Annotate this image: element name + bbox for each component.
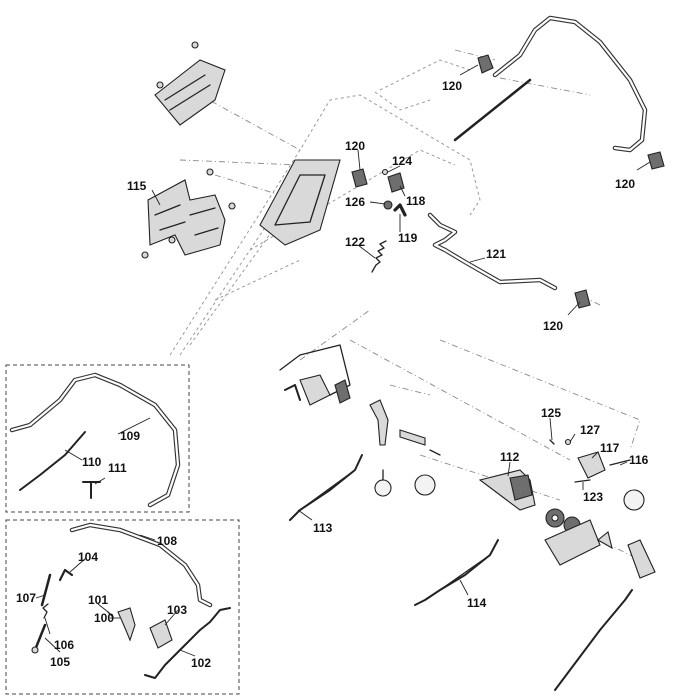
bracket-part-115 [141,168,236,259]
cable-113 [289,454,363,521]
knob-center [414,474,436,496]
label-102: 102 [191,656,211,670]
label-124: 124 [392,154,412,168]
cable-lower-right [554,589,633,691]
clip-101 [107,611,114,618]
lever-119 [393,203,407,217]
label-103: 103 [167,603,187,617]
lever-assembly-112 [478,469,536,511]
label-110: 110 [82,455,102,469]
screw-123 [574,479,591,483]
label-104: 104 [78,550,98,564]
spring-106 [42,603,49,619]
bail-bar-108 [69,522,213,608]
bail-bar-121 [427,212,558,291]
pivot-bolt [399,429,441,456]
pin-111 [82,481,101,499]
label-120c: 120 [345,139,365,153]
lever-mid [369,399,389,446]
label-125: 125 [541,406,561,420]
assembly-guide-lines [179,49,641,561]
kit-box-upper [5,364,190,513]
label-114: 114 [467,596,487,610]
label-107: 107 [16,591,36,605]
cable-102 [144,607,231,679]
label-118: 118 [406,194,426,208]
bracket-lower-right [597,531,656,579]
rod-107 [40,573,52,607]
label-126: 126 [345,195,365,209]
lever-small [334,379,351,404]
spacer-118 [387,172,405,193]
lever-104 [58,568,74,582]
cover-117 [577,451,606,479]
cable-110 [19,431,86,491]
label-108: 108 [157,534,177,548]
bail-bar-109 [9,372,181,508]
label-123: 123 [583,490,603,504]
handle-console [259,159,341,246]
gear-wheel [545,508,565,528]
pin-127 [564,438,572,446]
spring-122 [371,240,387,273]
label-120b: 120 [615,177,635,191]
housing-lower [544,519,601,566]
callout-labels: 120 120 120 120 124 118 126 119 122 121 … [16,79,649,670]
label-111: 111 [108,461,127,475]
grip-120-right [647,151,665,170]
label-101: 101 [88,593,108,607]
clip-125 [549,439,555,445]
bolt-116 [609,459,631,466]
knob-right [623,489,645,511]
label-113: 113 [313,521,333,535]
grip-120-top [477,54,494,74]
bracket-100 [117,607,136,642]
cable-114 [414,539,499,606]
label-122: 122 [345,235,365,249]
label-106: 106 [54,638,74,652]
upper-bracket-plate [154,41,226,126]
label-121: 121 [486,247,506,261]
label-105: 105 [50,655,70,669]
pin-124 [381,168,389,176]
label-127: 127 [580,423,600,437]
label-120a: 120 [442,79,462,93]
washer-126 [383,200,393,210]
bail-bar-upper [492,15,648,153]
label-100: 100 [94,611,114,625]
label-120d: 120 [543,319,563,333]
label-112: 112 [500,450,520,464]
knob-left [374,469,392,497]
clip-cable [279,344,351,406]
label-115: 115 [127,179,147,193]
label-116: 116 [629,453,649,467]
cover-103 [149,619,173,649]
handle-ghost-outline [169,59,481,356]
label-109: 109 [120,429,140,443]
screw-105 [31,623,47,654]
label-117: 117 [600,441,620,455]
cable-upper [453,78,532,142]
leader-lines [35,64,651,657]
label-119: 119 [398,231,418,245]
grip-120-mid [351,168,368,188]
